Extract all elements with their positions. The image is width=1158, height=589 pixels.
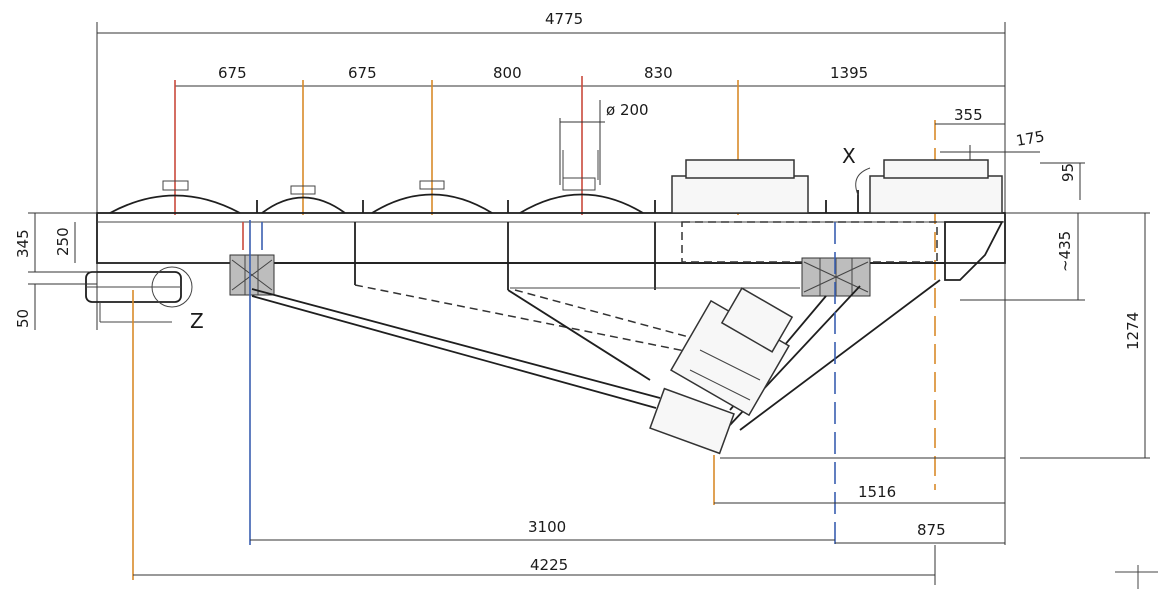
spring-mount-right [801, 257, 871, 297]
dim-4775-label: 4775 [545, 10, 583, 28]
dim-175-label: 175 [1015, 127, 1046, 150]
dim-bottom: 1516 3100 875 4225 [133, 483, 1005, 585]
dim-upper-right: 355 175 95 [935, 106, 1085, 200]
dim-250-label: 250 [54, 227, 72, 256]
dim-seg1-label: 675 [218, 64, 247, 82]
dim-right-vertical: ~435 1274 [720, 212, 1150, 459]
dim-seg3-label: 800 [493, 64, 522, 82]
detail-x-marker: X [842, 144, 871, 196]
dim-4225-label: 4225 [530, 556, 568, 574]
inlet-pipe-z: Z [85, 266, 204, 333]
dim-875-label: 875 [917, 521, 946, 539]
dim-3100-label: 3100 [528, 518, 566, 536]
dim-355-label: 355 [954, 106, 983, 124]
support-frame [251, 279, 941, 455]
detail-x-label: X [842, 144, 856, 168]
dim-95-label: 95 [1059, 163, 1077, 182]
dim-seg5-label: 1395 [830, 64, 868, 82]
dim-seg4-label: 830 [644, 64, 673, 82]
dim-diameter-label: ø 200 [606, 101, 649, 119]
detail-z-label: Z [190, 309, 204, 333]
dim-1274-label: 1274 [1124, 312, 1142, 350]
dim-diameter: ø 200 [559, 100, 649, 185]
trough-body [96, 150, 1006, 290]
dim-345-label: 345 [14, 229, 32, 258]
spring-mount-left [229, 254, 275, 296]
corner-mark [1115, 565, 1158, 589]
dim-1516-label: 1516 [858, 483, 896, 501]
dim-50-label: 50 [14, 309, 32, 328]
dim-segment-chain: 675 675 800 830 1395 [175, 64, 1005, 87]
dim-left-vertical: 345 250 50 [14, 212, 97, 330]
dim-overall-length: 4775 [96, 10, 1006, 545]
dim-seg2-label: 675 [348, 64, 377, 82]
dim-435-label: ~435 [1056, 231, 1074, 272]
